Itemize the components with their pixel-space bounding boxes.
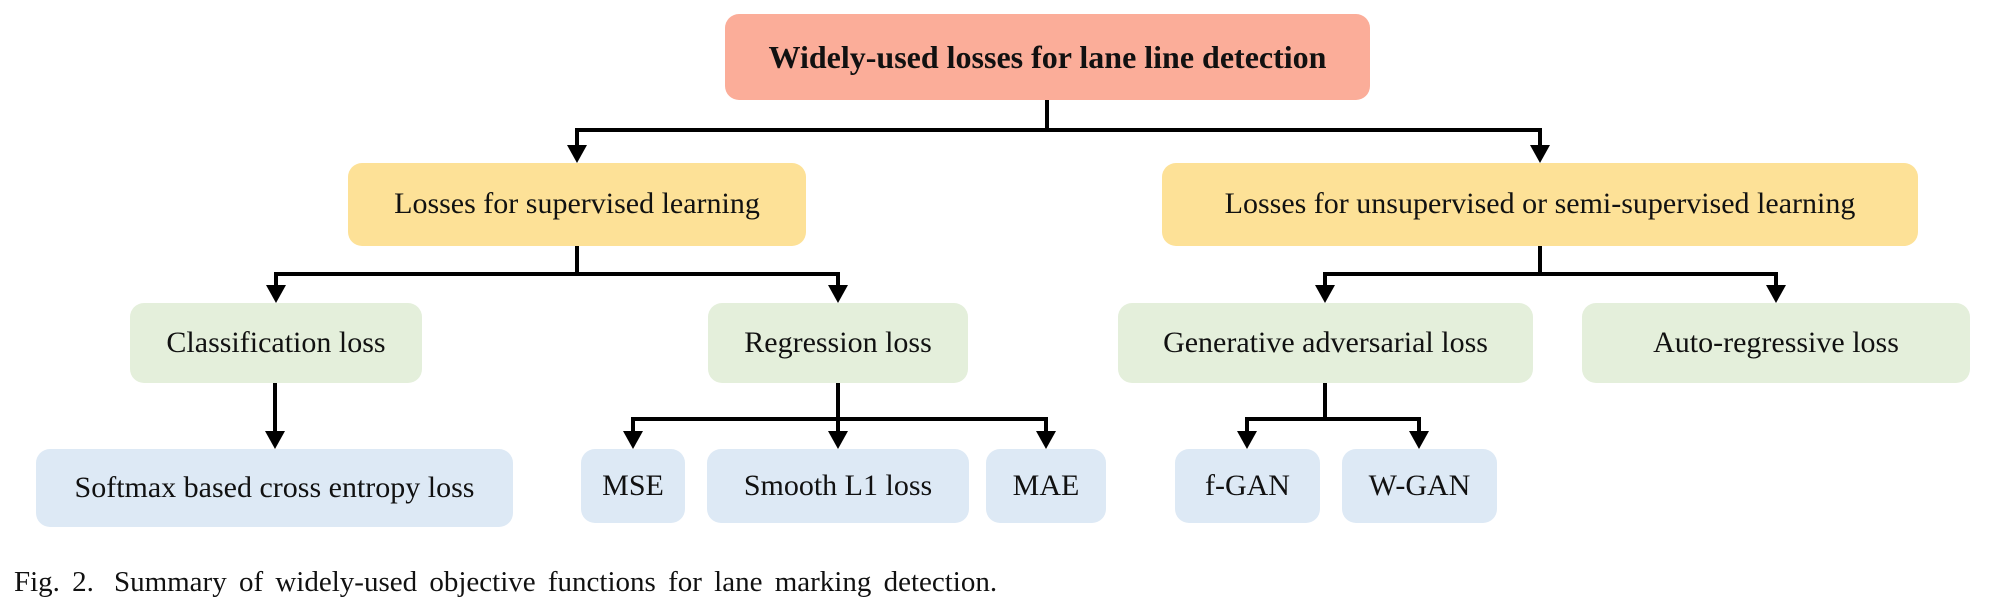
- connector-gan-to-children: [1237, 383, 1429, 449]
- node-f-gan: f-GAN: [1175, 449, 1320, 523]
- figure-caption-text: Summary of widely-used objective functio…: [113, 566, 998, 598]
- figure-caption-label: Fig. 2.: [14, 566, 94, 598]
- node-mae: MAE: [986, 449, 1106, 523]
- node-generative-adversarial-loss: Generative adversarial loss: [1118, 303, 1533, 383]
- node-regression-loss: Regression loss: [708, 303, 968, 383]
- node-softmax-cross-entropy-loss: Softmax based cross entropy loss: [36, 449, 513, 527]
- connector-root-to-level1: [567, 100, 1550, 163]
- node-auto-regressive-loss: Auto-regressive loss: [1582, 303, 1970, 383]
- figure-caption: Fig. 2. Summary of widely-used objective …: [14, 566, 997, 599]
- connector-supervised-to-children: [266, 246, 848, 303]
- node-smooth-l1-loss: Smooth L1 loss: [707, 449, 969, 523]
- node-supervised-losses: Losses for supervised learning: [348, 163, 806, 246]
- node-root: Widely-used losses for lane line detecti…: [725, 14, 1370, 100]
- node-w-gan: W-GAN: [1342, 449, 1497, 523]
- connector-classification-to-softmax: [265, 383, 285, 449]
- node-unsupervised-losses: Losses for unsupervised or semi-supervis…: [1162, 163, 1918, 246]
- connector-regression-to-children: [623, 383, 1056, 449]
- node-classification-loss: Classification loss: [130, 303, 422, 383]
- connector-unsupervised-to-children: [1315, 246, 1786, 303]
- node-mse: MSE: [581, 449, 685, 523]
